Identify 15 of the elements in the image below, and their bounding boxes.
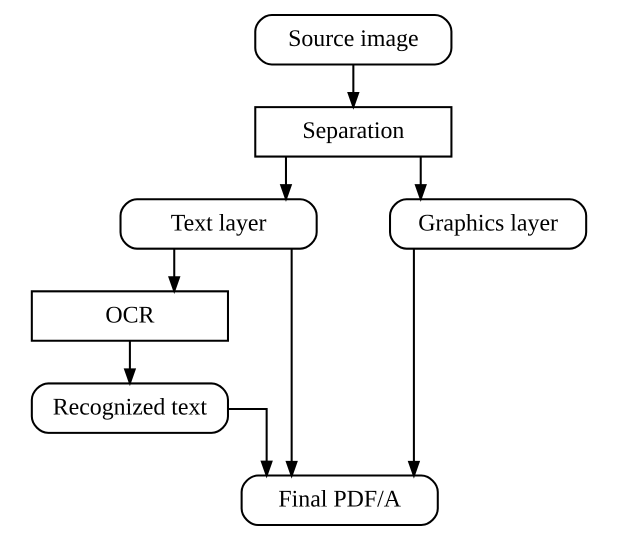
arrow <box>124 341 136 386</box>
arrow <box>285 248 298 479</box>
node-box: Source image <box>254 14 452 66</box>
arrow <box>414 157 427 202</box>
node-box: Recognized text <box>30 382 229 434</box>
node-box: Separation <box>254 106 452 158</box>
arrow <box>408 248 420 479</box>
arrow <box>168 249 180 294</box>
arrow <box>228 408 273 478</box>
arrow <box>280 157 292 202</box>
node-box: OCR <box>30 290 229 342</box>
node-box: Graphics layer <box>389 198 588 250</box>
arrow <box>347 64 360 110</box>
node-box: Text layer <box>120 198 318 250</box>
node-box: Final PDF/A <box>240 474 439 526</box>
